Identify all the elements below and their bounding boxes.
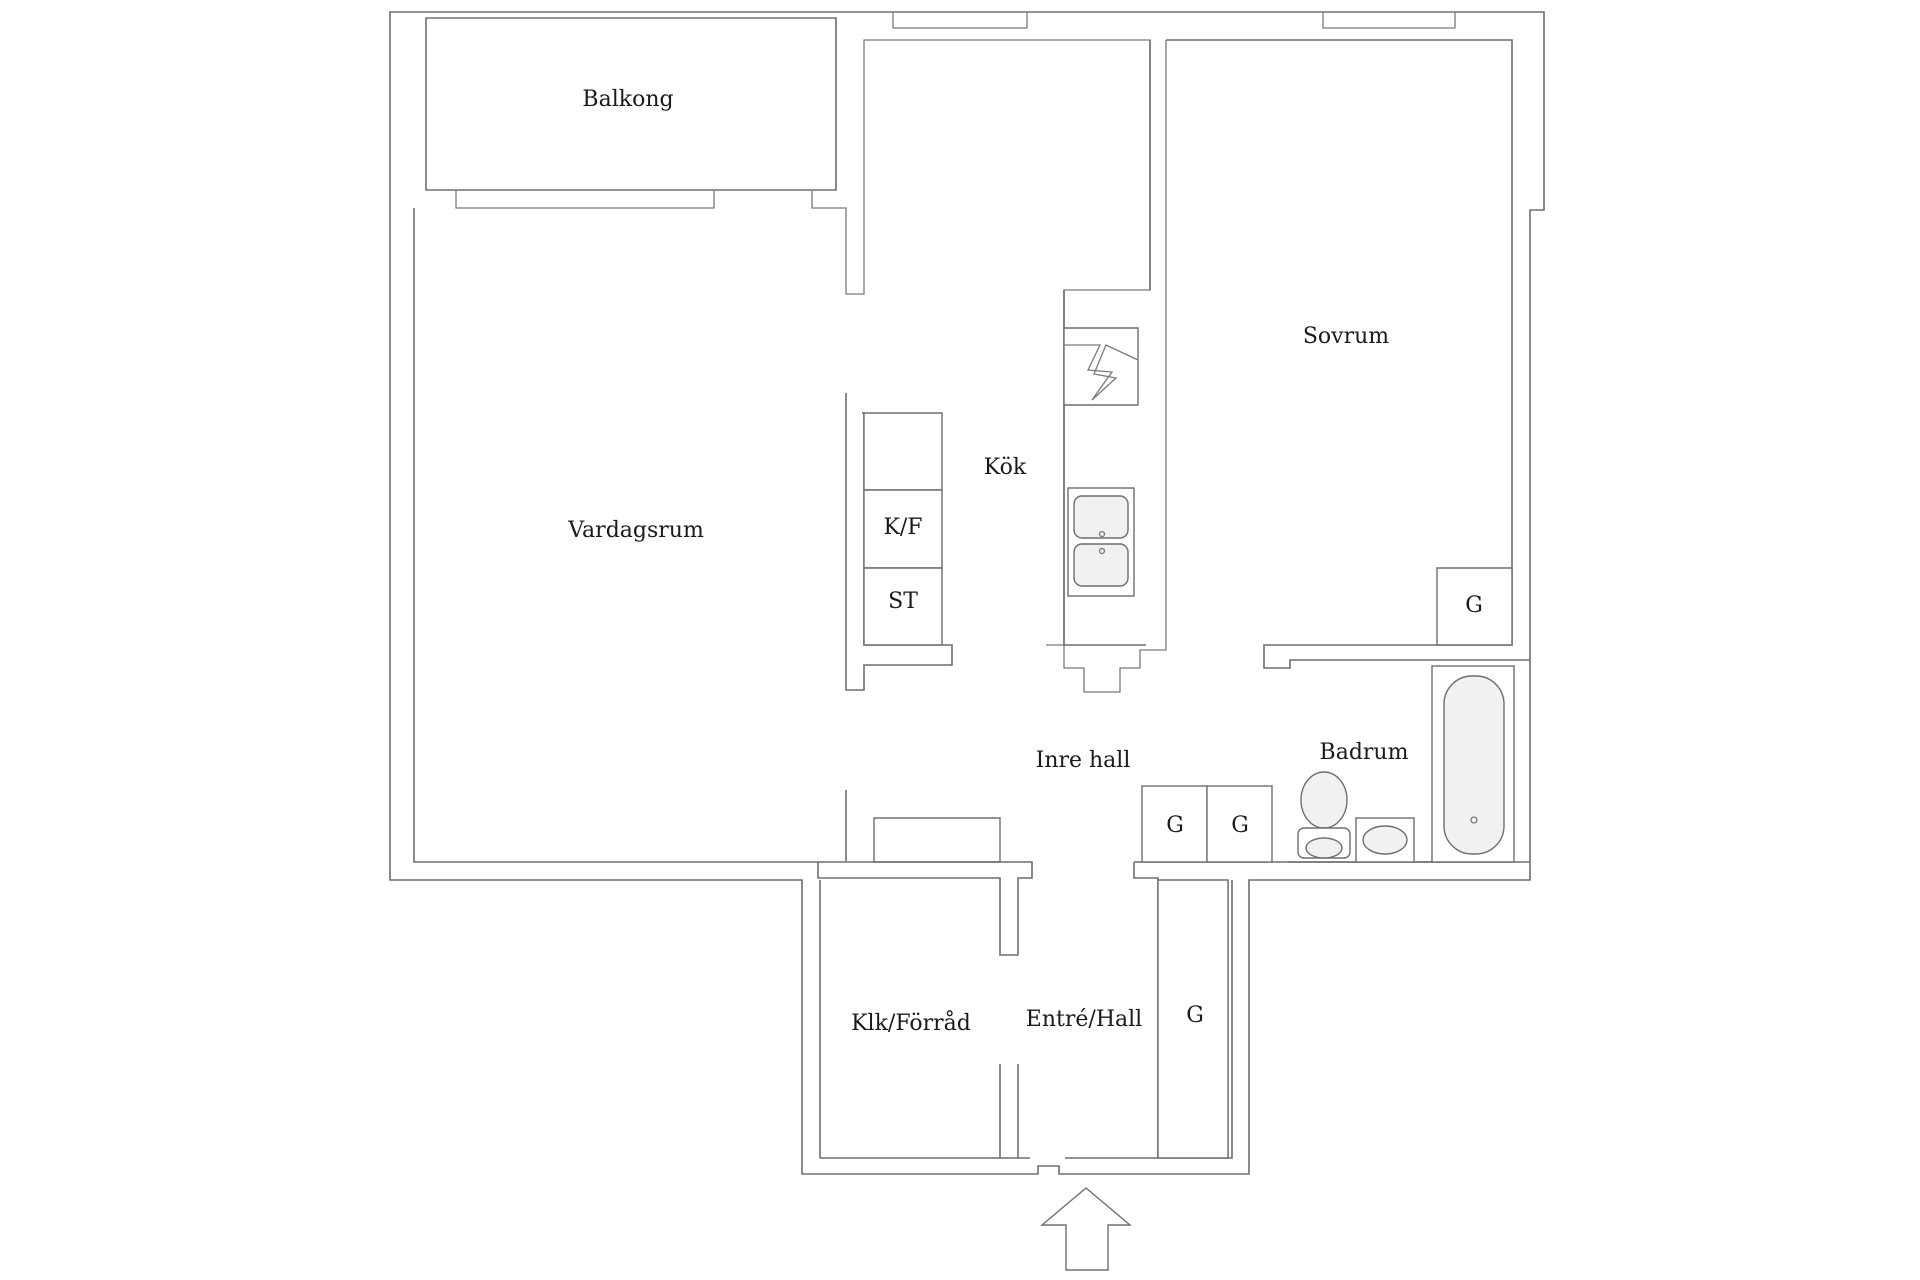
bedroom-walls: [1046, 39, 1530, 693]
exterior-walls: [389, 11, 1545, 1175]
fixture-label-stove: ST: [888, 589, 918, 614]
fixture-label-wardrobe-bedroom: G: [1465, 593, 1483, 618]
fixture-label-wardrobe-entry: G: [1186, 1003, 1204, 1028]
bathroom: [1288, 665, 1515, 863]
windows: [892, 12, 1456, 29]
room-label-kok: Kök: [984, 455, 1027, 480]
room-label-badrum: Badrum: [1320, 740, 1409, 765]
entry-wardrobe: [1157, 879, 1229, 1159]
kitchen-counters: [1063, 290, 1146, 646]
room-label-klk-forrad: Klk/Förråd: [851, 1009, 971, 1036]
room-label-sovrum: Sovrum: [1303, 324, 1389, 349]
fixture-label-wardrobe-hall-2: G: [1231, 813, 1249, 838]
balcony: [425, 17, 1151, 645]
room-label-balkong: Balkong: [582, 87, 673, 112]
fixture-label-wardrobe-hall-1: G: [1166, 813, 1184, 838]
fixture-label-kyl-frys: K/F: [883, 515, 922, 540]
room-label-inre-hall: Inre hall: [1036, 748, 1131, 773]
fridge-stove-column: [845, 393, 953, 691]
hall-closets: [1141, 785, 1273, 863]
room-label-entre-hall: Entré/Hall: [1026, 1007, 1142, 1032]
entrance-arrow-icon: [1040, 1187, 1132, 1271]
room-label-vardagsrum: Vardagsrum: [567, 518, 704, 543]
